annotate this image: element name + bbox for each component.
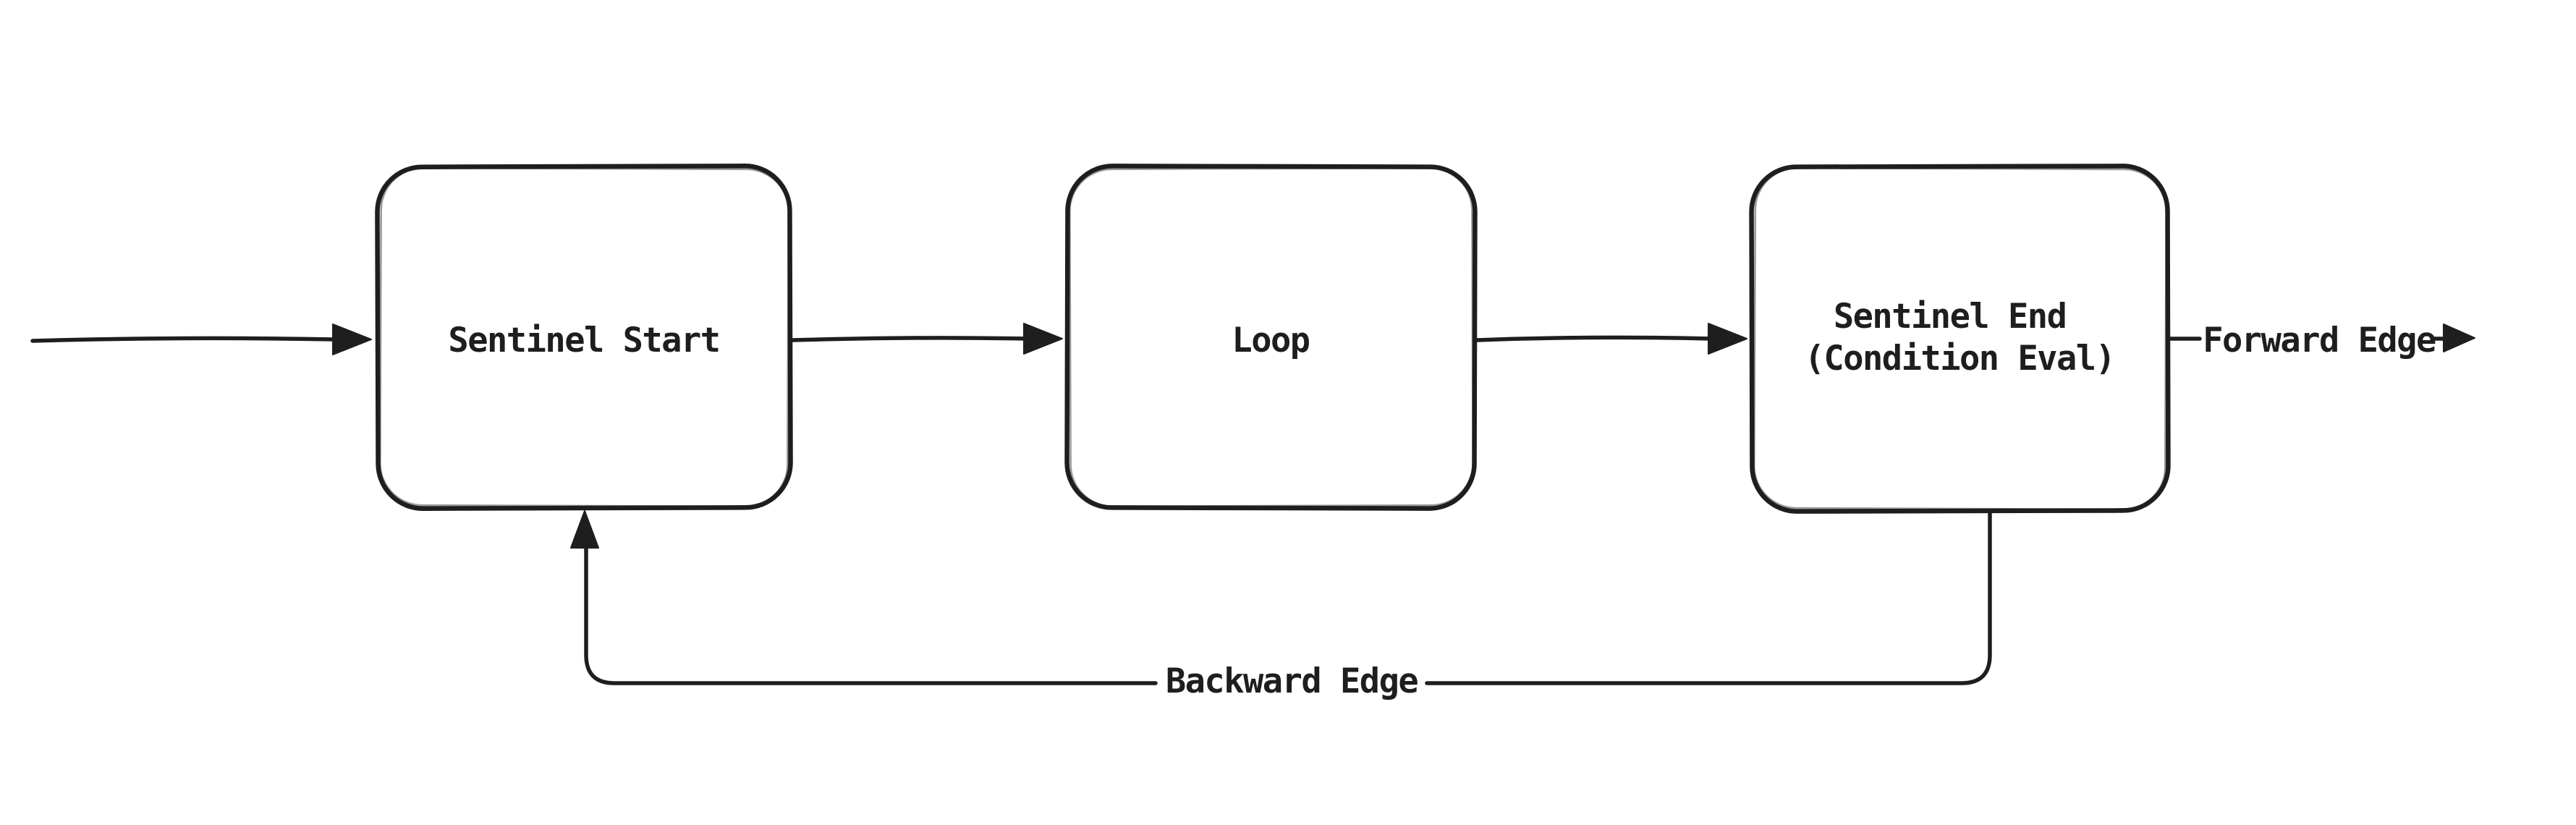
node-sentinel-end: Sentinel End (Condition Eval) bbox=[1749, 164, 2171, 514]
edge-start-to-loop bbox=[790, 323, 1063, 355]
node-sketch-sentinel-start bbox=[379, 166, 789, 508]
edge-loop-to-end-line bbox=[1475, 335, 1713, 342]
node-sentinel-start: Sentinel Start bbox=[375, 164, 793, 511]
node-label-loop: Loop bbox=[1232, 321, 1309, 360]
edge-backward-line-right bbox=[1425, 511, 1992, 685]
edge-label-forward: Forward Edge bbox=[2203, 321, 2436, 360]
node-box-sentinel-end bbox=[1749, 164, 2171, 514]
edge-label-backward: Backward Edge bbox=[1166, 661, 1418, 701]
edge-forward: Forward Edge bbox=[2168, 321, 2475, 360]
arrowhead-right-icon bbox=[1708, 323, 1747, 355]
edge-start-to-loop-line bbox=[790, 336, 1030, 342]
node-label-sentinel-end-line2: (Condition Eval) bbox=[1805, 339, 2115, 378]
edge-loop-to-end bbox=[1475, 323, 1747, 355]
node-sketch-loop bbox=[1069, 166, 1474, 508]
arrowhead-right-icon bbox=[2443, 323, 2475, 352]
node-label-sentinel-end: Sentinel End (Condition Eval) bbox=[1805, 297, 2115, 378]
edge-entry-line bbox=[30, 336, 336, 343]
node-box-loop bbox=[1064, 164, 1478, 511]
node-label-sentinel-start: Sentinel Start bbox=[448, 321, 719, 360]
arrowhead-right-icon bbox=[1023, 323, 1063, 355]
edge-entry-arrow bbox=[30, 323, 372, 355]
arrowhead-up-icon bbox=[570, 510, 599, 549]
arrowhead-right-icon bbox=[332, 323, 372, 355]
node-label-sentinel-end-line1: Sentinel End bbox=[1834, 297, 2067, 337]
node-sketch-sentinel-end bbox=[1753, 166, 2168, 511]
edge-backward: Backward Edge bbox=[570, 510, 1992, 701]
edge-backward-line-left bbox=[584, 546, 1158, 685]
node-loop: Loop bbox=[1064, 164, 1478, 511]
node-box-sentinel-start bbox=[375, 164, 793, 511]
